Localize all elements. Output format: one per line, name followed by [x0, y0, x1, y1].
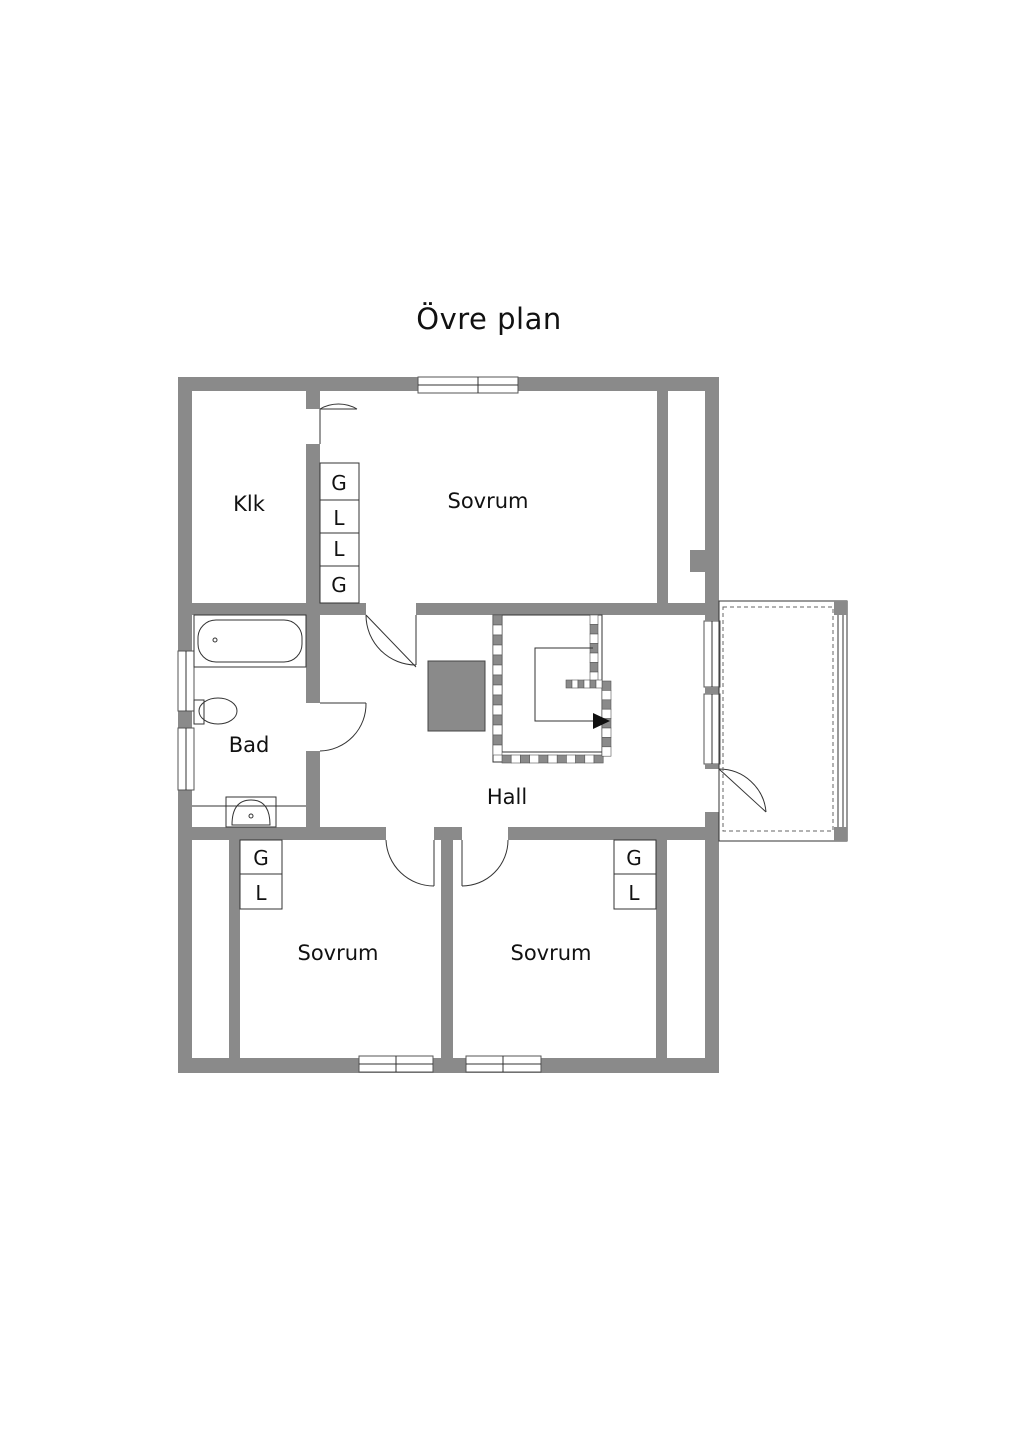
closet-label: G: [331, 471, 347, 495]
rail-block: [492, 744, 503, 756]
closet-bottom-right: G L: [613, 839, 657, 910]
rail-block: [492, 654, 503, 666]
room-label-sovrum-top: Sovrum: [447, 489, 528, 513]
balcony: [718, 600, 848, 842]
rail-block: [492, 624, 503, 636]
rail-block: [492, 664, 503, 676]
rail-block: [595, 679, 603, 689]
wall-left: [178, 377, 192, 1073]
rail-block: [589, 614, 599, 625]
wall-right-upper: [705, 377, 719, 615]
window-bad-lower: [177, 727, 195, 791]
rail-block: [492, 714, 503, 726]
rail-block: [589, 679, 597, 689]
wall-right-lower: [705, 812, 719, 1073]
closet-label: G: [331, 573, 347, 597]
rail-block: [492, 704, 503, 716]
rail-block: [556, 754, 567, 764]
rail-block: [547, 754, 558, 764]
rail-block: [501, 754, 512, 764]
windows: [177, 376, 721, 1073]
rail-block: [492, 614, 503, 626]
rail-block: [566, 754, 576, 764]
rail-block: [584, 754, 595, 764]
rail-block: [593, 754, 604, 764]
staircase: [492, 614, 612, 764]
rail-block: [510, 754, 521, 764]
doors: [319, 403, 767, 887]
door-sovrum-hall: [365, 614, 417, 668]
stair-rail-inner: [565, 614, 603, 689]
closet-label: G: [626, 846, 642, 870]
window-bottom-left-sovrum: [358, 1055, 434, 1073]
stair-path: [534, 647, 600, 722]
closet-label: L: [628, 881, 640, 905]
rail-block: [583, 679, 591, 689]
rail-block: [520, 754, 530, 764]
window-bottom-right-sovrum: [465, 1055, 542, 1073]
rail-block: [601, 746, 612, 757]
door-bad-hall: [319, 702, 367, 752]
interior-walls: [192, 391, 719, 1058]
closet-top: G L L G: [319, 462, 360, 604]
door-klk-sovrum: [319, 403, 358, 444]
door-balcony: [718, 768, 767, 813]
window-bad-upper: [177, 650, 195, 712]
rail-block: [492, 634, 503, 646]
rail-block: [492, 674, 503, 686]
room-label-sovrum-bottom-left: Sovrum: [297, 941, 378, 965]
sink: [225, 796, 277, 828]
rail-block: [538, 754, 549, 764]
room-label-klk: Klk: [233, 492, 266, 516]
rail-block: [492, 644, 503, 656]
stair-arrow: [593, 713, 610, 729]
chimney: [427, 660, 486, 732]
door-bottom-left-sovrum: [385, 839, 435, 887]
rail-block: [565, 679, 573, 689]
stair-rail-right: [601, 680, 612, 757]
window-top-sovrum: [417, 376, 519, 394]
rail-block: [577, 679, 585, 689]
rail-block: [601, 690, 612, 701]
rail-block: [529, 754, 540, 764]
rail-block: [571, 679, 579, 689]
rail-block: [589, 652, 599, 663]
closet-label: L: [333, 506, 345, 530]
rail-block: [589, 624, 599, 635]
bathtub: [193, 614, 307, 668]
room-label-sovrum-bottom-right: Sovrum: [510, 941, 591, 965]
closet-bottom-left: G L: [239, 839, 283, 910]
closet-label: L: [333, 537, 345, 561]
closet-label: G: [253, 846, 269, 870]
rail-block: [601, 680, 612, 691]
rail-block: [575, 754, 586, 764]
window-hall-right-lower: [703, 693, 721, 765]
rail-block: [589, 662, 599, 673]
stair-rail-bottom: [501, 754, 604, 764]
room-label-hall: Hall: [487, 785, 527, 809]
rail-block: [601, 699, 612, 710]
stair-rail-left: [492, 614, 503, 756]
closet-label: L: [255, 881, 267, 905]
plan-title: Övre plan: [416, 302, 562, 336]
door-bottom-right-sovrum: [461, 839, 509, 887]
rail-block: [492, 724, 503, 736]
window-hall-right-upper: [703, 620, 721, 688]
rail-block: [492, 694, 503, 706]
room-label-bad: Bad: [229, 733, 270, 757]
wall-bottom: [178, 1058, 719, 1073]
rail-block: [601, 737, 612, 748]
rail-block: [589, 633, 599, 644]
rail-block: [492, 684, 503, 696]
rail-block: [492, 734, 503, 746]
rail-block: [601, 727, 612, 738]
toilet: [193, 697, 238, 725]
rail-block: [601, 708, 612, 719]
